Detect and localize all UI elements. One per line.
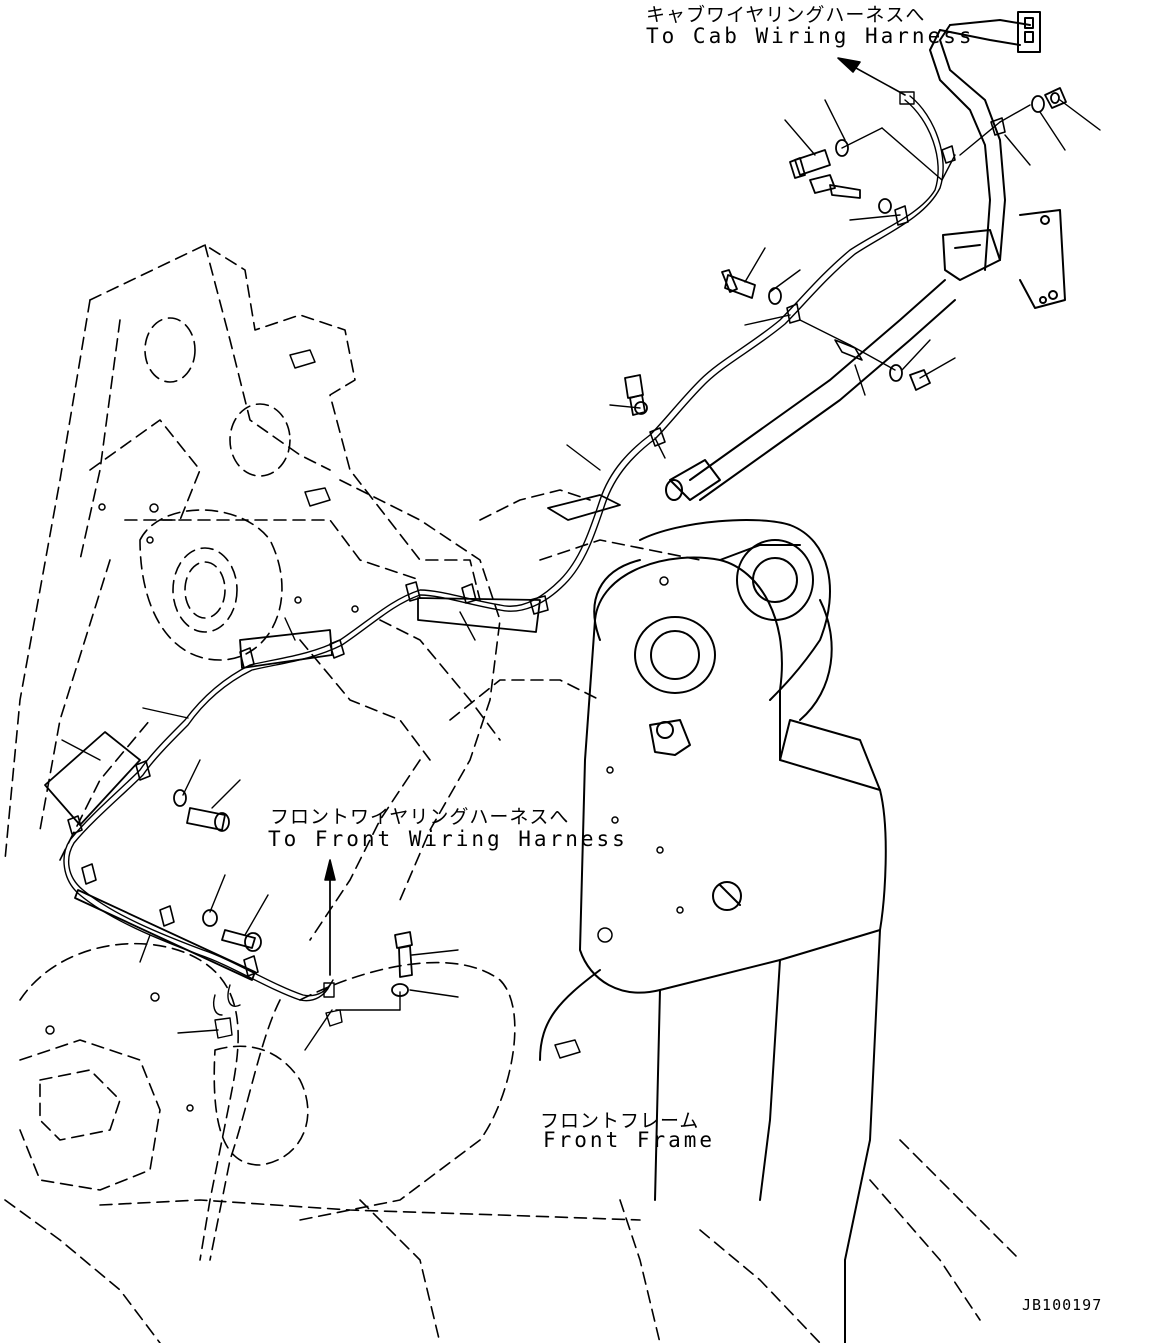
cab-harness-label-jp: キャブワイヤリングハーネスへ	[646, 4, 926, 26]
front-frame-label-jp: フロントフレーム	[540, 1110, 700, 1132]
frame-holes	[45, 349, 684, 1112]
cab-hose	[665, 11, 1066, 501]
front-frame	[539, 519, 887, 1343]
harness-covers	[44, 494, 621, 981]
direction-arrows	[324, 57, 906, 976]
cab-harness-label-en: To Cab Wiring Harness	[646, 24, 975, 48]
fasteners	[173, 87, 1067, 997]
wiring-harness	[63, 91, 944, 1039]
front-frame-label-en: Front Frame	[543, 1128, 716, 1152]
drawing-code: JB100197	[1022, 1296, 1103, 1314]
harness-clamps	[67, 117, 1006, 977]
front-harness-label-en: To Front Wiring Harness	[268, 827, 628, 851]
rear-frame-outline	[4, 244, 1021, 1343]
front-harness-label-jp: フロントワイヤリングハーネスへ	[270, 806, 570, 828]
leader-lines	[61, 99, 1101, 1051]
